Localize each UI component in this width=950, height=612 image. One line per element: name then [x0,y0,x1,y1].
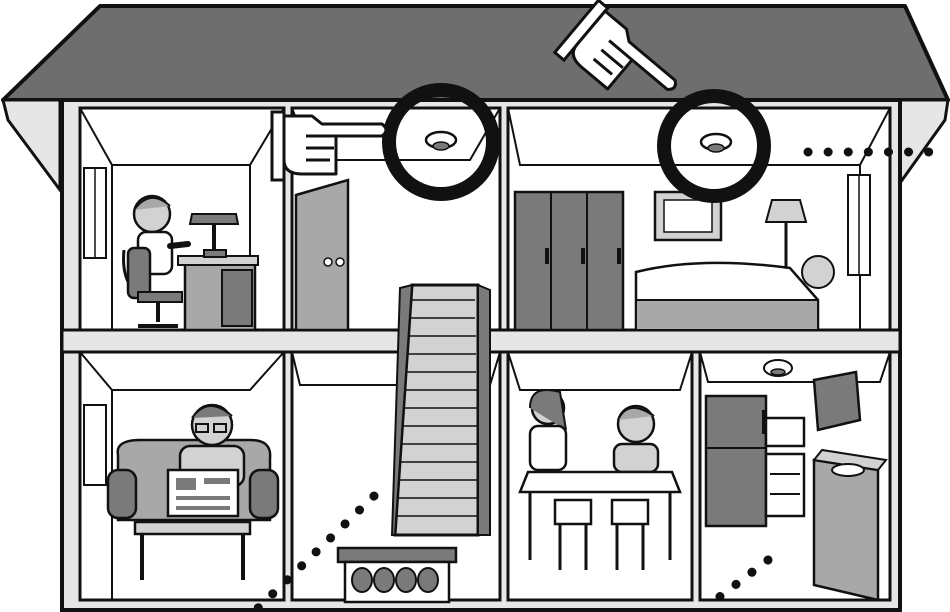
shoe-rack [338,548,456,602]
staircase [392,285,490,535]
